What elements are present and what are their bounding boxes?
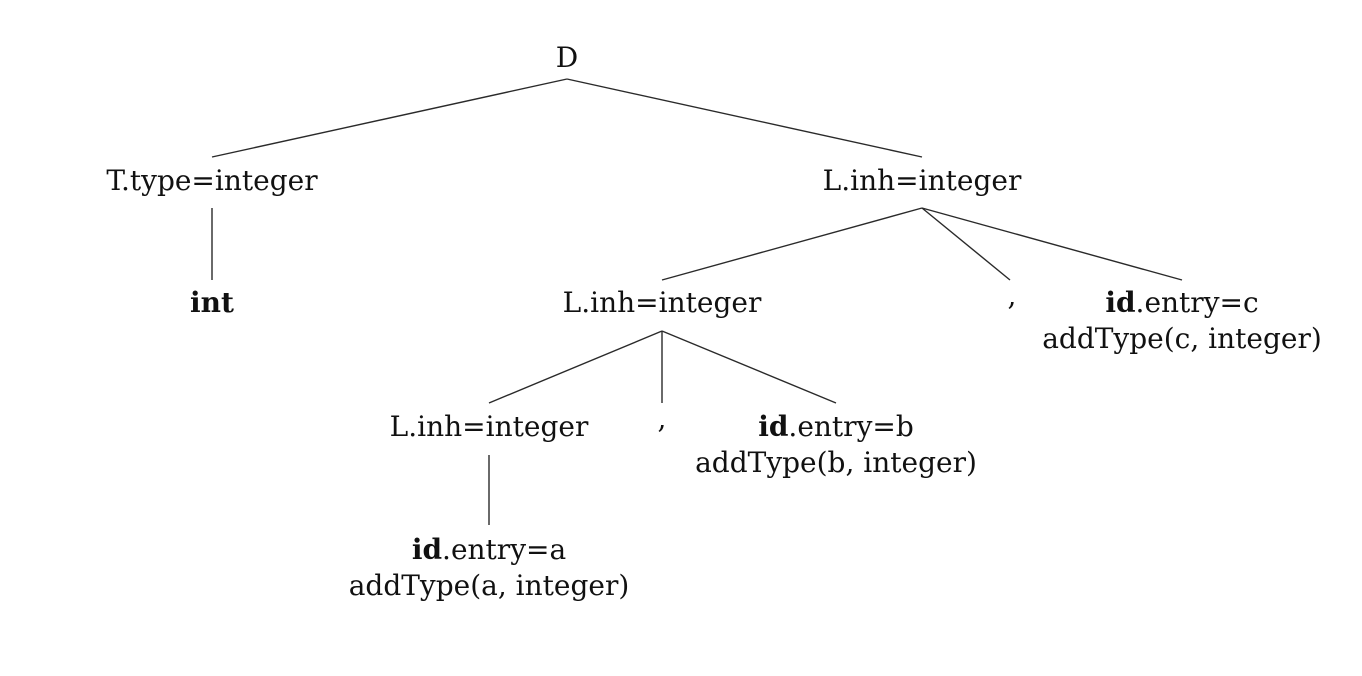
node-id-entry-c: id.entry=c addType(c, integer) [1042,285,1322,357]
node-l-inh-bottom: L.inh=integer [390,409,589,445]
node-label: L.inh=integer [822,164,1022,197]
node-comma-top: , [1008,282,1017,310]
node-action-line: addType(c, integer) [1042,322,1322,355]
node-l-inh-top: L.inh=integer [823,163,1022,199]
edge-lmid-lbottom [488,330,663,404]
node-label: L.inh=integer [389,410,589,443]
node-entry-line: id.entry=b [695,409,977,445]
node-label: , [1007,279,1017,312]
node-l-inh-mid: L.inh=integer [563,285,762,321]
node-int-leaf: int [190,285,234,321]
node-action-line: addType(a, integer) [348,569,630,602]
edge-ltop-lmid [661,207,923,281]
edge-d-ttype [211,78,568,158]
node-id-entry-a: id.entry=a addType(a, integer) [349,532,630,604]
node-label: , [657,402,667,435]
entry-text: .entry=b [788,410,914,443]
node-entry-line: id.entry=c [1042,285,1322,321]
node-label: D [555,41,579,74]
entry-text: .entry=c [1135,286,1259,319]
edge-lmid-idb [661,330,837,404]
id-keyword: id [1105,286,1136,319]
node-root-d: D [556,40,578,76]
node-label: int [190,286,234,319]
entry-text: .entry=a [442,533,567,566]
node-id-entry-b: id.entry=b addType(b, integer) [695,409,977,481]
node-action-line: addType(b, integer) [695,446,977,479]
edge-ltop-comma [921,207,1011,281]
node-t-type: T.type=integer [106,163,317,199]
node-comma-mid: , [658,405,667,433]
edge-ltop-idc [921,207,1183,281]
id-keyword: id [411,533,443,566]
edge-d-ltop [566,78,923,158]
node-label: L.inh=integer [562,286,762,319]
id-keyword: id [758,410,789,443]
node-label: T.type=integer [106,164,318,197]
node-entry-line: id.entry=a [349,532,630,568]
